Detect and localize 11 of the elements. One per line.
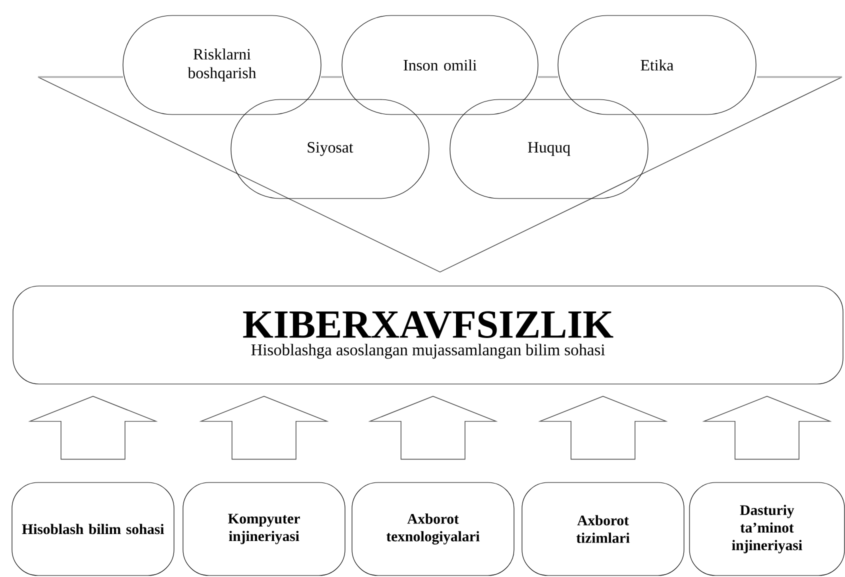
field-box: Axborot texnologiyalari xyxy=(352,482,514,576)
field-box: Axborot tizimlari xyxy=(522,482,684,576)
block-arrow xyxy=(28,396,158,460)
field-box: Dasturiy ta’minot injineriyasi xyxy=(689,482,845,576)
main-box: KIBERXAVFSIZLIK Hisoblashga asoslangan mujassamlangan bilim sohasi xyxy=(12,286,844,384)
block-arrow xyxy=(538,396,668,460)
field-box: Hisoblash bilim sohasi xyxy=(12,482,174,576)
block-arrow xyxy=(702,396,832,460)
block-arrow xyxy=(368,396,498,460)
field-box: Kompyuter injineriyasi xyxy=(182,482,346,576)
block-arrow xyxy=(199,396,329,460)
